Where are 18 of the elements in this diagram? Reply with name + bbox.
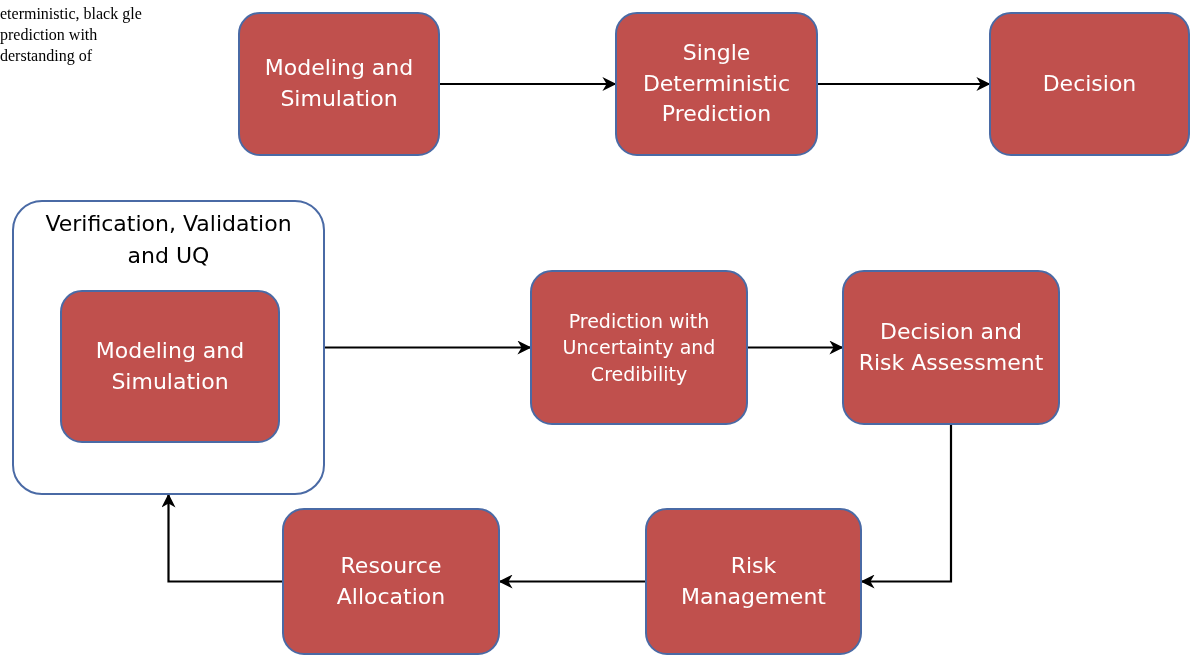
- group-title: Verification, Validation and UQ: [44, 210, 293, 270]
- process-box: Decision and Risk Assessment: [842, 270, 1060, 425]
- arrow: [440, 77, 617, 91]
- process-box: Prediction with Uncertainty and Credibility: [530, 270, 748, 425]
- arrow: [818, 77, 991, 91]
- arrow: [860, 425, 953, 589]
- process-box: Single Deterministic Prediction: [615, 12, 818, 156]
- process-box: Modeling and Simulation: [238, 12, 440, 156]
- arrow: [325, 340, 532, 355]
- note-text: eterministic, black gle prediction with derstanding of: [0, 4, 143, 67]
- process-box: Decision: [989, 12, 1190, 156]
- arrow: [498, 574, 645, 589]
- process-box: Risk Management: [645, 508, 862, 655]
- process-box: Resource Allocation: [282, 508, 500, 655]
- arrow: [161, 493, 282, 583]
- process-box: Modeling and Simulation: [60, 290, 280, 443]
- arrow: [748, 340, 844, 355]
- group-container: [12, 200, 325, 495]
